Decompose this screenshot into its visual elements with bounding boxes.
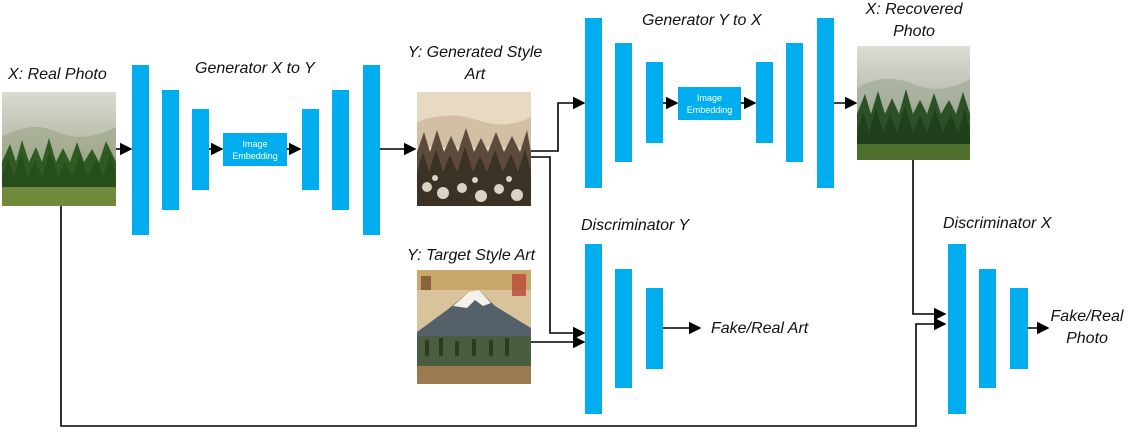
- disc-y-label: Discriminator Y: [581, 217, 690, 234]
- target-art-image: [417, 270, 531, 384]
- embedding-line2: Embedding: [686, 104, 733, 115]
- embedding-line1: Image: [696, 92, 722, 103]
- generated-art-image: [417, 92, 531, 206]
- recovered-photo-image: [857, 46, 970, 160]
- recovered-photo-label: X: Recovered Photo: [848, 0, 980, 43]
- gen-yx-layer-2: [615, 43, 632, 162]
- gen-xy-layer-3: [192, 109, 209, 190]
- recovered-label-line2: Photo: [893, 23, 935, 40]
- gen-yx-label: Generator Y to X: [642, 12, 762, 29]
- real-photo-image: [2, 92, 116, 206]
- gen-yx-layer-5: [786, 43, 803, 162]
- embedding-line2: Embedding: [232, 150, 278, 161]
- gen-xy-layer-1: [132, 65, 149, 235]
- gen-xy-label: Generator X to Y: [195, 60, 315, 77]
- disc-y-layer-1: [585, 244, 602, 414]
- disc-y-layer-3: [646, 288, 663, 369]
- gen-yx-layer-1: [585, 18, 602, 188]
- real-photo-label: X: Real Photo: [8, 66, 107, 83]
- disc-x-label: Discriminator X: [943, 215, 1052, 232]
- fake-real-photo-line2: Photo: [1066, 330, 1108, 347]
- arrow-generated-art-to-disc-y: [531, 156, 586, 340]
- gen-xy-layer-6: [363, 65, 380, 235]
- disc-x-layer-1: [948, 244, 966, 414]
- fake-real-art-label: Fake/Real Art: [711, 320, 809, 337]
- gen-xy-layer-2: [162, 90, 179, 210]
- disc-x-layer-3: [1010, 288, 1028, 369]
- disc-x-layer-2: [979, 269, 996, 388]
- arrow-photo-to-disc-x: [60, 206, 947, 427]
- arrow-generated-art-to-gen-yx: [531, 96, 586, 152]
- fake-real-photo-line1: Fake/Real: [1050, 308, 1124, 325]
- embedding-line1: Image: [242, 138, 268, 149]
- fake-real-photo-label: Fake/Real Photo: [1044, 306, 1130, 350]
- generated-art-label-line1: Y: Generated Style: [407, 44, 543, 61]
- gen-yx-layer-6: [817, 18, 834, 188]
- generated-art-label: Y: Generated Style Art: [396, 42, 554, 86]
- gen-xy-layer-5: [332, 90, 349, 210]
- generated-art-label-line2: Art: [464, 66, 486, 83]
- target-art-label: Y: Target Style Art: [407, 247, 536, 264]
- gen-xy-layer-4: [302, 109, 319, 190]
- recovered-label-line1: X: Recovered: [865, 1, 963, 18]
- gen-yx-layer-4: [756, 62, 773, 143]
- arrow-recovered-to-disc-x: [912, 160, 947, 321]
- disc-y-layer-2: [615, 269, 632, 388]
- gen-yx-layer-3: [646, 62, 663, 143]
